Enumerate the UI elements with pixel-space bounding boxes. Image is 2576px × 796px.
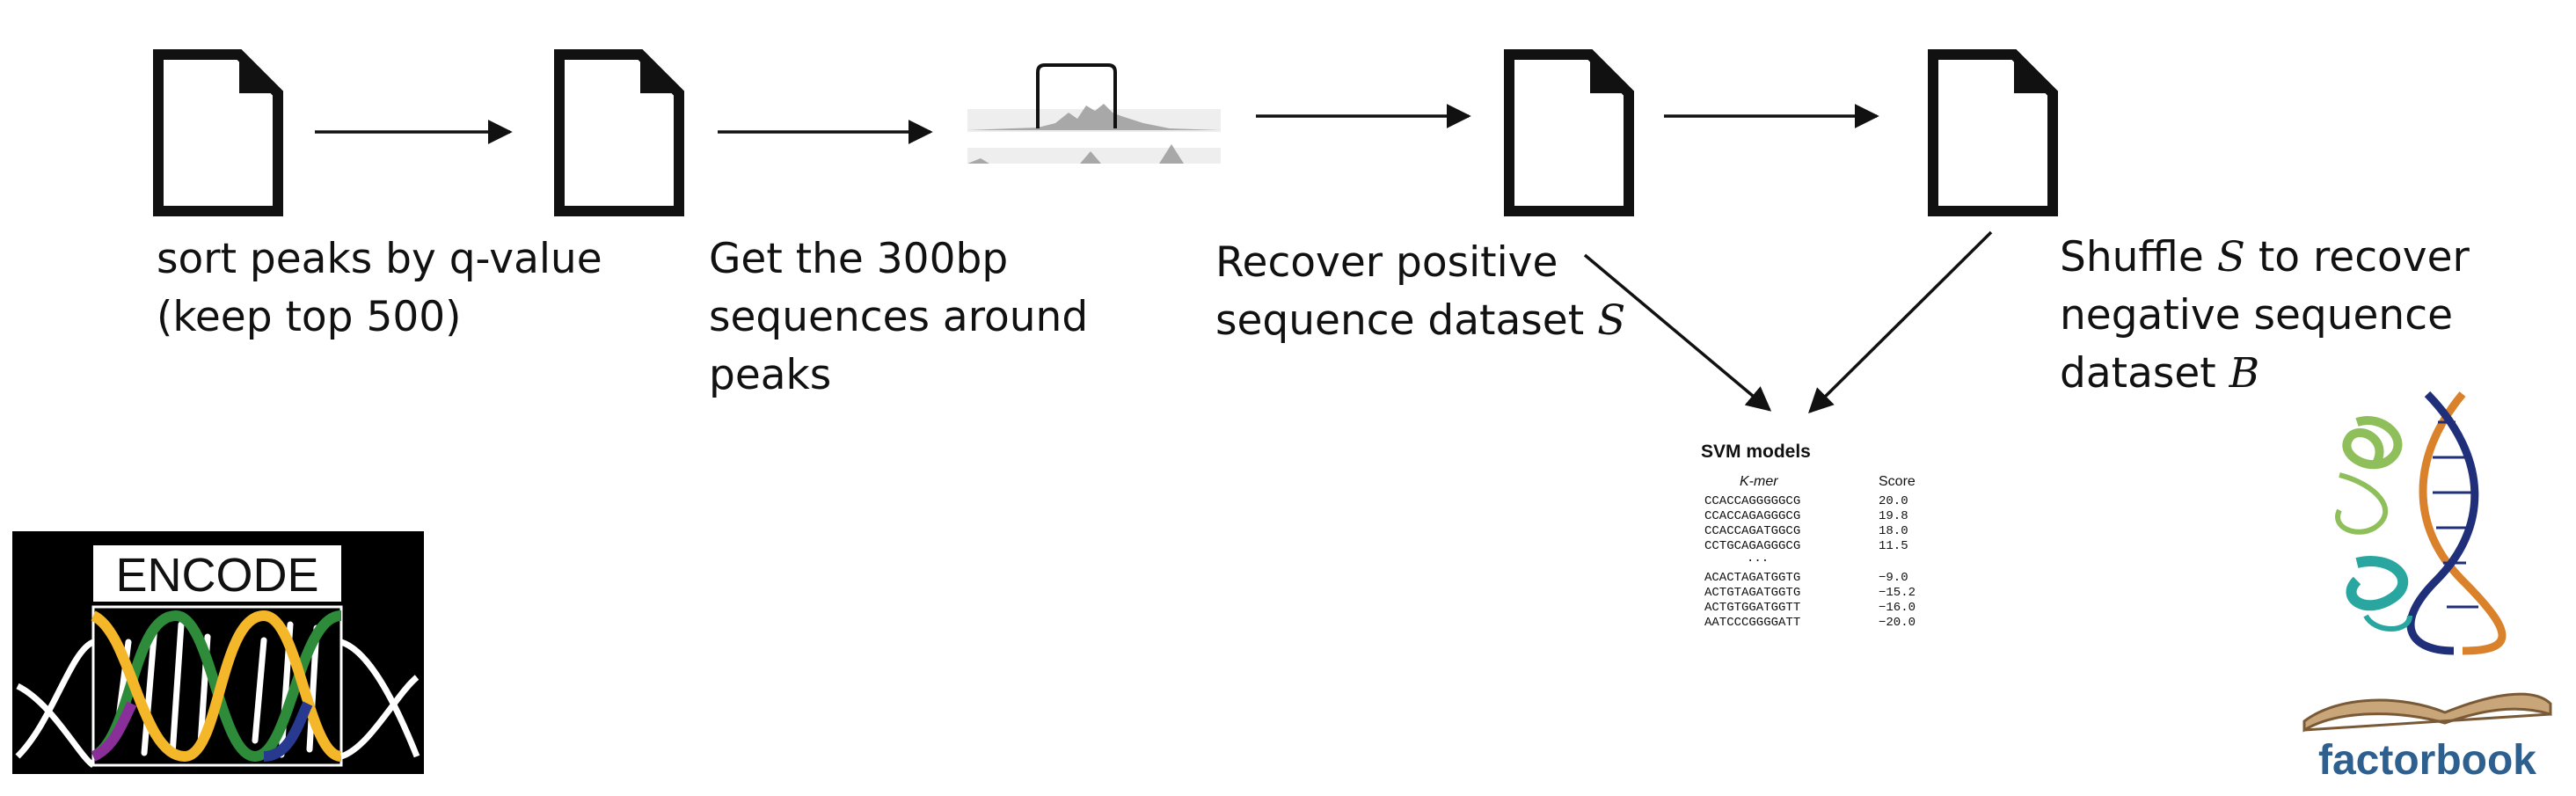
arrow-to-svm-left [1583, 253, 1772, 412]
step-1-label: sort peaks by q-value (keep top 500) [157, 230, 602, 347]
step-4-line-1: Shuffle S to recover [2060, 229, 2470, 287]
svm-kmer-cell: ACTGTAGATGGTG [1704, 586, 1800, 600]
document-icon-3 [1504, 49, 1634, 216]
encode-logo-text: ENCODE [115, 549, 318, 602]
variable-s: S [2216, 233, 2245, 281]
step-2-label: Get the 300bp sequences around peaks [709, 230, 1088, 405]
svm-kmer-cell: CCTGCAGAGGGCG [1704, 539, 1800, 553]
step-2-line-3: peaks [709, 351, 832, 399]
step-2-line-2: sequences around [709, 293, 1089, 341]
svm-kmer-cell: ACTGTGGATGGTT [1704, 601, 1800, 615]
svm-ellipsis: ... [1747, 551, 1769, 566]
document-icon-4 [1928, 49, 2058, 216]
step-4-label: Shuffle S to recover negative sequence d… [2060, 229, 2470, 403]
svm-kmer-cell: ACACTAGATGGTG [1704, 571, 1800, 585]
svm-kmer-cell: CCACCAGATGGCG [1704, 524, 1800, 538]
step-3-line-2: sequence dataset S [1215, 292, 1625, 350]
step-4-line-3: dataset B [2060, 345, 2470, 403]
svm-score-cell: 20.0 [1879, 494, 1908, 508]
variable-s: S [1597, 296, 1626, 345]
svm-title: SVM models [1701, 442, 1811, 462]
svm-col-score: Score [1879, 474, 1916, 489]
step-3-label: Recover positive sequence dataset S [1215, 234, 1625, 350]
step-4-post: to recover [2244, 233, 2470, 281]
step-4-pre: Shuffle [2060, 233, 2217, 281]
svm-score-cell: −20.0 [1879, 616, 1916, 630]
svm-score-cell: −16.0 [1879, 601, 1916, 615]
svm-col-kmer: K-mer [1740, 474, 1778, 489]
step-4-line-2: negative sequence [2060, 291, 2453, 340]
svm-score-cell: 19.8 [1879, 509, 1908, 523]
step-4-line-3-text: dataset [2060, 349, 2229, 398]
arrow-to-svm-right [1808, 230, 1993, 413]
variable-b: B [2229, 349, 2260, 398]
factorbook-logo: factorbook [2302, 391, 2552, 784]
svm-score-cell: −9.0 [1879, 571, 1908, 585]
factorbook-logo-text: factorbook [2318, 737, 2536, 784]
svm-models-table: SVM models K-mer Score CCACCAGGGGGCG 20.… [1701, 442, 1916, 630]
svm-score-cell: 11.5 [1879, 539, 1908, 553]
svm-score-cell: 18.0 [1879, 524, 1908, 538]
step-1-line-1: sort peaks by q-value [157, 235, 602, 283]
step-1-line-2: (keep top 500) [157, 293, 462, 341]
svm-kmer-cell: AATCCCGGGGATT [1704, 616, 1800, 630]
document-icon-1 [153, 49, 283, 216]
step-2-line-1: Get the 300bp [709, 235, 1009, 283]
step-3-line-1: Recover positive [1215, 238, 1558, 287]
svm-score-cell: −15.2 [1879, 586, 1916, 600]
document-icon-2 [554, 49, 684, 216]
svm-kmer-cell: CCACCAGGGGGCG [1704, 494, 1800, 508]
encode-logo: ENCODE [12, 531, 424, 774]
peak-track-image [967, 63, 1221, 164]
svm-kmer-cell: CCACCAGAGGGCG [1704, 509, 1800, 523]
step-3-line-2-text: sequence dataset [1215, 296, 1598, 345]
